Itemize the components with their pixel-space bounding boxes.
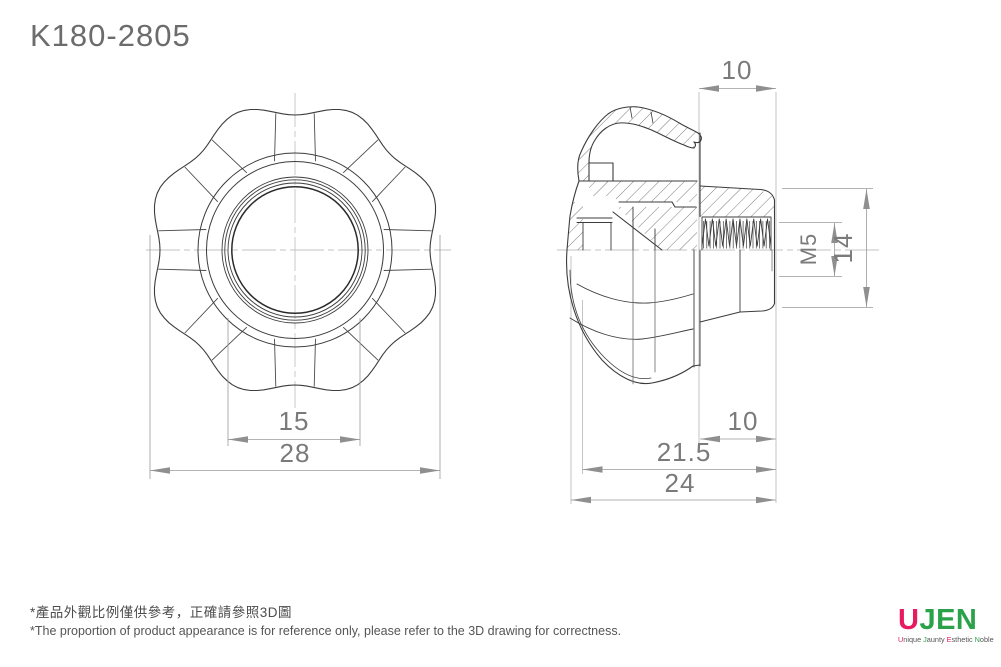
thread-profile-zigzag [701,218,772,247]
front-centerlines [146,93,451,408]
lobe-edge-lines [158,113,432,387]
dim-label-thread-size: M5 [796,233,821,266]
tagline-word-unique: Unique [898,635,922,644]
star-knob-outline [153,108,437,392]
part-number-title: K180-2805 [30,18,191,53]
tagline-word-esthetic: Esthetic [946,635,973,644]
section-hatching [567,106,774,250]
side-view [557,92,882,504]
dim-label-boss-diameter: 14 [828,233,858,264]
tagline-word-noble: Noble [974,635,994,644]
dim-label-total-length: 24 [665,468,696,498]
tagline-word-jaunty: Jaunty [923,635,945,644]
front-view [146,93,451,408]
dimension-arrows [150,85,870,504]
logo-letter-u: U [898,604,920,636]
dim-label-outer-diameter: 28 [280,438,311,468]
side-construction-lines [570,92,777,504]
footer-notes: *產品外觀比例僅供參考，正確請參照3D圖 *The proportion of … [30,601,621,638]
dim-label-hub-diameter: 15 [279,406,310,436]
note-english: *The proportion of product appearance is… [30,624,622,638]
note-chinese: *產品外觀比例僅供參考，正確請參照3D圖 [30,605,293,620]
dimension-labels: 15 28 10 M5 14 10 21.5 24 [279,55,858,498]
dimensions: 15 28 10 M5 14 10 21.5 24 [149,55,873,504]
dim-label-boss-length-bottom: 10 [728,406,759,436]
logo-letters-jen: JEN [919,604,978,636]
dim-label-boss-length-top: 10 [722,55,753,85]
dim-label-body-length: 21.5 [657,437,712,467]
front-circles [197,152,393,348]
logo-wordmark: UJEN [898,606,994,635]
knob-profile [566,106,776,385]
